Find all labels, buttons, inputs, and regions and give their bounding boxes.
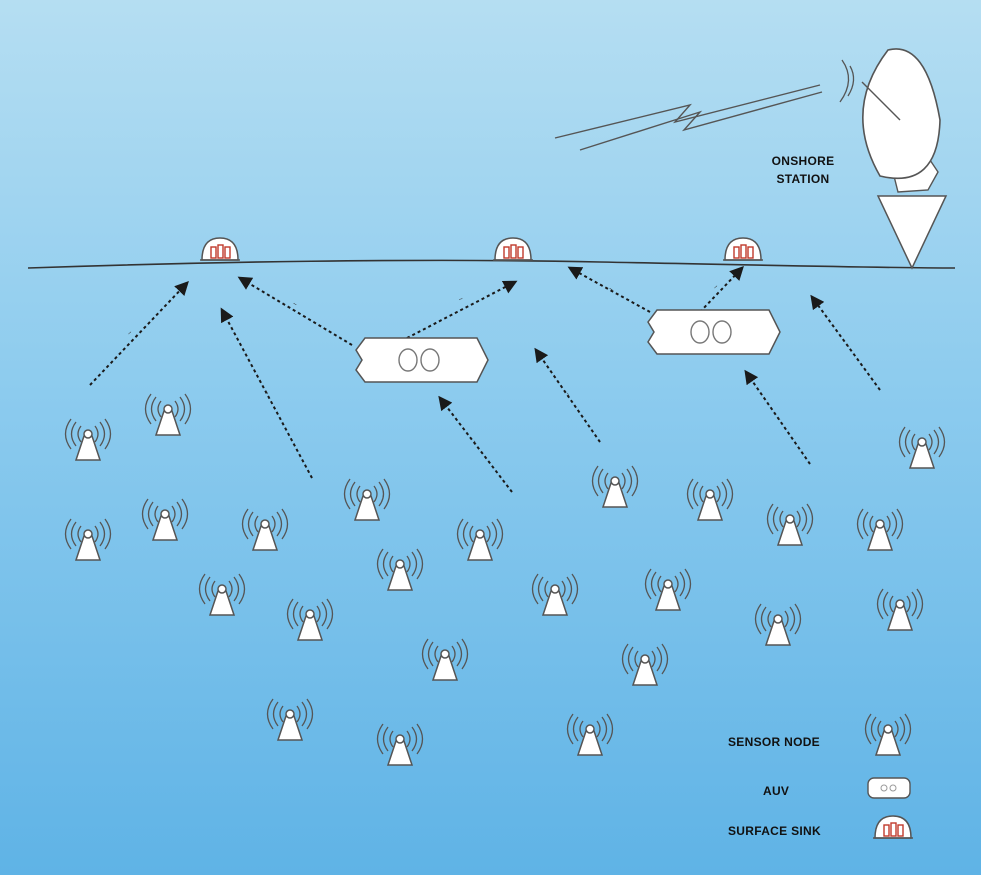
svg-text:~: ~ (563, 391, 571, 398)
acoustic-links (89, 265, 881, 493)
sensor-node-icon (198, 573, 246, 616)
svg-text:~: ~ (607, 286, 614, 294)
surface-sink-icon (722, 237, 764, 261)
onshore-label-line1: ONSHORE (771, 154, 835, 168)
sea-surface-line (27, 259, 956, 269)
acoustic-link-arrow (699, 265, 744, 313)
acoustic-link-arrow (89, 280, 189, 386)
acoustic-link-arrow (237, 276, 353, 346)
sensor-node-icon (754, 603, 802, 646)
sensor-node-icon (421, 638, 469, 681)
sensor-node-icon (343, 478, 391, 521)
legend-surface-sink-label: SURFACE SINK (728, 824, 821, 838)
sensor-node-icon (241, 508, 289, 551)
sensor-node-icon (856, 508, 904, 551)
sensor-node-icon (686, 478, 734, 521)
acoustic-link-arrow (438, 395, 513, 493)
svg-text:~: ~ (712, 284, 720, 292)
acoustic-link-arrow (220, 307, 313, 479)
acoustic-link-arrow (744, 369, 811, 465)
sensor-node-icon (621, 643, 669, 686)
onshore-label-line2: STATION (776, 172, 830, 186)
sensor-node-icon (898, 426, 946, 469)
sensor-node-icon (644, 568, 692, 611)
satellite-dish-icon (839, 48, 948, 270)
sensor-node-icon (64, 418, 112, 461)
svg-text:~: ~ (470, 439, 478, 447)
svg-text:~: ~ (126, 330, 134, 338)
sensor-node-field (64, 393, 946, 766)
svg-text:~: ~ (774, 415, 782, 422)
legend-auv-label: AUV (763, 784, 790, 798)
auv-icon (355, 337, 489, 383)
legend-sensor-node-icon (864, 713, 912, 756)
acoustic-link-arrow (406, 280, 518, 339)
sensor-node-icon (141, 498, 189, 541)
sensor-node-icon (144, 393, 192, 436)
legend-surface-sink-icon (872, 815, 914, 839)
svg-text:~: ~ (262, 390, 270, 397)
onshore-station-label: ONSHORE STATION (768, 152, 838, 188)
sensor-node-icon (531, 573, 579, 616)
legend-sensor-node-label: SENSOR NODE (728, 735, 820, 749)
link-label-marks: ~ ~ ~ ~ ~ ~ ~ ~ ~ ~ (126, 284, 851, 447)
acoustic-link-arrow (534, 347, 601, 443)
sensor-node-icon (766, 503, 814, 546)
svg-text:~: ~ (291, 301, 298, 309)
sensor-node-icon (64, 518, 112, 561)
sensor-node-icon (376, 723, 424, 766)
auv-icon (647, 309, 781, 355)
sensor-node-icon (876, 588, 924, 631)
surface-sink-icon (199, 237, 241, 261)
sensor-node-icon (286, 598, 334, 641)
sensor-node-icon (266, 698, 314, 741)
svg-text:~: ~ (458, 296, 465, 304)
legend-auv-icon (867, 777, 911, 799)
sensor-node-icon (456, 518, 504, 561)
sensor-node-icon (591, 465, 639, 508)
surface-sink-icon (492, 237, 534, 261)
svg-text:~: ~ (843, 342, 851, 349)
acoustic-link-arrow (810, 294, 881, 391)
sensor-node-icon (376, 548, 424, 591)
sensor-node-icon (566, 713, 614, 756)
lightning-link-icon (554, 84, 823, 151)
